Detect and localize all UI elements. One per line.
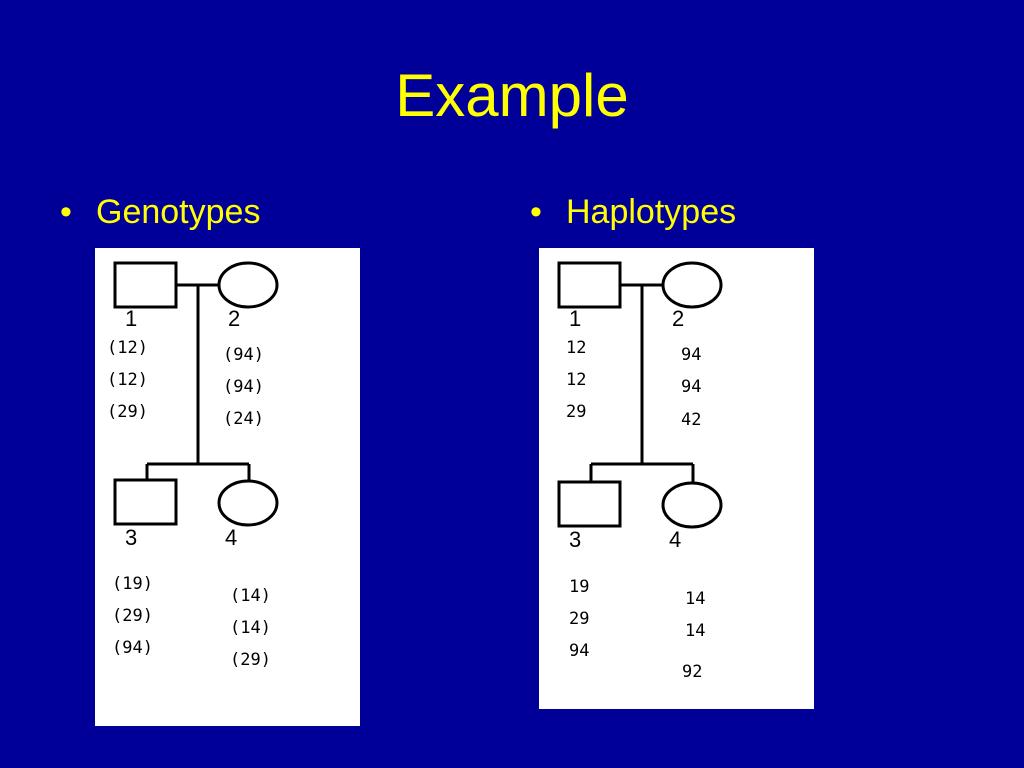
bullet-haplotypes: • Haplotypes [530,192,736,232]
allele-4-2: (14) [230,618,271,638]
allele-1-3: 29 [566,402,587,422]
individual-id-2: 2 [228,306,241,331]
allele-2-3: 42 [681,410,702,430]
slide-title: Example [395,62,629,129]
allele-3-1: (19) [112,574,153,594]
female-symbol-2 [661,261,723,309]
allele-3-3: (94) [112,638,153,658]
female-symbol-2 [217,261,279,309]
bullet-genotypes-label: Genotypes [96,193,261,231]
allele-2-2: (94) [223,377,264,397]
genotypes-pedigree: 1 2 3 4 (12) (12) (29) (94) (94) (24) (1… [95,248,360,726]
allele-2-1: (94) [223,345,264,365]
allele-1-3: (29) [107,402,148,422]
individual-id-2: 2 [672,306,685,331]
male-symbol-3 [113,478,178,526]
allele-3-3: 94 [569,641,590,661]
allele-4-2: 14 [685,621,706,641]
allele-3-1: 19 [569,577,590,597]
bullet-haplotypes-label: Haplotypes [566,193,737,231]
individual-id-4: 4 [225,525,238,550]
bullet-dot: • [530,193,542,231]
allele-4-3: (29) [230,650,271,670]
bullet-dot: • [60,193,72,231]
allele-1-2: 12 [566,370,587,390]
allele-4-1: 14 [685,589,706,609]
allele-2-1: 94 [681,345,702,365]
allele-4-1: (14) [230,586,271,606]
male-symbol-1 [113,261,178,309]
individual-id-1: 1 [569,306,582,331]
haplotypes-pedigree: 1 2 3 4 12 12 29 94 94 42 19 29 94 14 14… [539,248,814,709]
allele-1-1: 12 [566,338,587,358]
allele-4-3: 92 [682,662,703,682]
allele-3-2: (29) [112,606,153,626]
male-symbol-3 [557,480,622,528]
male-symbol-1 [557,261,622,309]
individual-id-4: 4 [669,527,682,552]
allele-2-2: 94 [681,377,702,397]
individual-id-3: 3 [125,525,138,550]
allele-3-2: 29 [569,609,590,629]
individual-id-1: 1 [125,306,138,331]
genotypes-pedigree-lines [113,261,279,527]
individual-id-3: 3 [569,527,582,552]
allele-1-1: (12) [107,338,148,358]
female-symbol-4 [661,481,723,529]
female-symbol-4 [217,479,279,527]
allele-1-2: (12) [107,370,148,390]
bullet-genotypes: • Genotypes [60,192,260,232]
haplotypes-pedigree-lines [557,261,723,529]
allele-2-3: (24) [223,409,264,429]
